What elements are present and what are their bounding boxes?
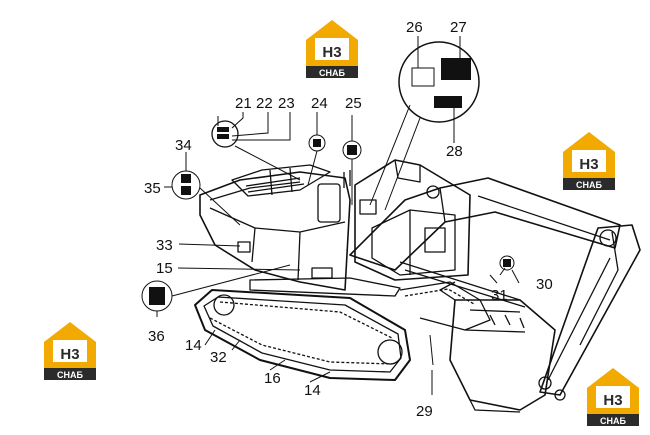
callout-32: 32 <box>210 349 227 366</box>
bucket <box>439 281 556 413</box>
operator-cab <box>354 159 471 281</box>
logo-watermark-top: H3 CHAБ <box>306 20 358 78</box>
callout-31: 31 <box>491 287 508 304</box>
decal-plate <box>359 199 377 215</box>
logo-badge: H3 <box>603 392 622 409</box>
callout-36: 36 <box>148 328 165 345</box>
callout-14-left: 14 <box>185 337 202 354</box>
inset-circle-34-35 <box>171 170 201 200</box>
crawler-track <box>194 289 411 381</box>
callout-35: 35 <box>144 180 161 197</box>
logo-badge: H3 <box>60 346 79 363</box>
brand-plate <box>311 267 333 279</box>
callout-21: 21 <box>235 95 252 112</box>
callout-28: 28 <box>446 143 463 160</box>
boom <box>349 177 621 271</box>
callout-34: 34 <box>175 137 192 154</box>
logo-caption: CHAБ <box>319 68 345 78</box>
boom-cylinder <box>399 261 526 308</box>
logo-watermark-bottom-right: H3 CHAБ <box>587 368 639 426</box>
inset-circle-21-23 <box>211 120 239 148</box>
inset-circle-36 <box>141 280 173 312</box>
inset-circle-30 <box>499 255 515 271</box>
callout-16: 16 <box>264 370 281 387</box>
logo-badge: H3 <box>322 44 341 61</box>
callout-29: 29 <box>416 403 433 420</box>
logo-watermark-left: H3 CHAБ <box>44 322 96 380</box>
leader-lines <box>156 36 520 395</box>
callout-14-bottom: 14 <box>304 382 321 399</box>
logo-caption: CHAБ <box>576 180 602 190</box>
lower-frame <box>249 277 401 297</box>
logo-caption: CHAБ <box>600 416 626 426</box>
logo-badge: H3 <box>579 156 598 173</box>
inset-circle-26-28 <box>398 41 480 123</box>
inset-circle-25 <box>342 140 362 160</box>
upper-body <box>199 164 351 291</box>
callout-25: 25 <box>345 95 362 112</box>
callout-15: 15 <box>156 260 173 277</box>
logo-caption: CHAБ <box>57 370 83 380</box>
callout-27: 27 <box>450 19 467 36</box>
logo-watermark-right: H3 CHAБ <box>563 132 615 190</box>
arm <box>538 224 641 401</box>
callout-23: 23 <box>278 95 295 112</box>
callout-24: 24 <box>311 95 328 112</box>
callout-26: 26 <box>406 19 423 36</box>
inset-circle-24 <box>308 134 326 152</box>
callout-30: 30 <box>536 276 553 293</box>
callout-22: 22 <box>256 95 273 112</box>
excavator-drawing <box>194 159 641 413</box>
callout-33: 33 <box>156 237 173 254</box>
callout-labels: 21 22 23 24 25 26 27 28 34 35 33 15 36 1… <box>144 19 553 420</box>
